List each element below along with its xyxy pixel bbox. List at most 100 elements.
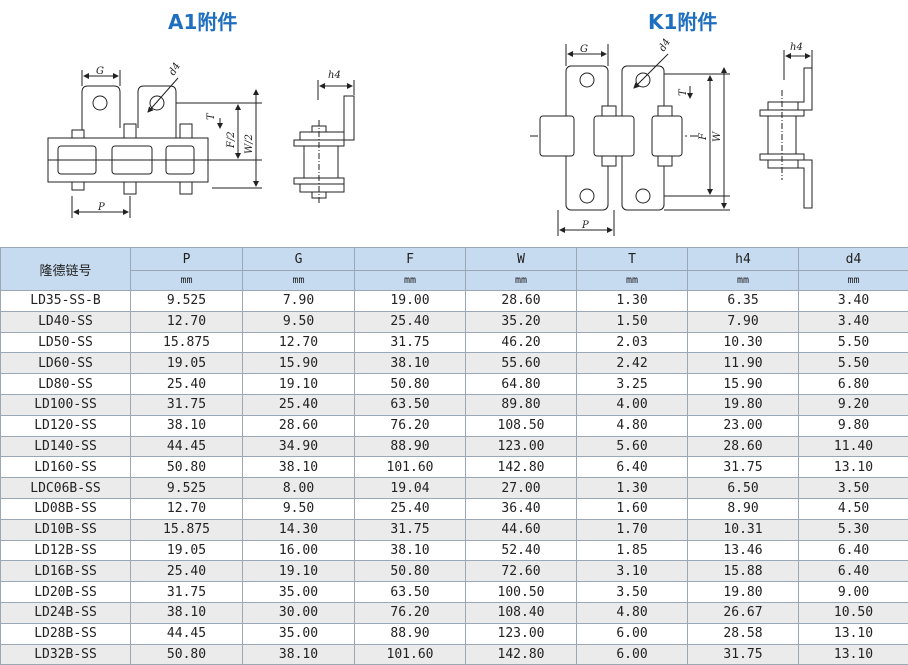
value-cell: 3.50 <box>798 477 908 499</box>
value-cell: 38.10 <box>354 352 466 375</box>
a1-label-g: G <box>96 66 104 77</box>
value-cell: 88.90 <box>354 435 466 458</box>
value-cell: 31.75 <box>354 518 466 541</box>
value-cell: 108.50 <box>465 414 577 437</box>
value-cell: 31.75 <box>130 393 243 416</box>
value-cell: 19.05 <box>130 539 243 562</box>
value-cell: 1.85 <box>576 539 688 562</box>
value-cell: 108.40 <box>465 601 577 624</box>
value-cell: 63.50 <box>354 393 466 416</box>
value-cell: 13.10 <box>798 622 908 645</box>
value-cell: 6.40 <box>576 456 688 479</box>
value-cell: 50.80 <box>130 643 243 665</box>
value-cell: 6.50 <box>687 477 799 499</box>
value-cell: 3.25 <box>576 373 688 395</box>
value-cell: 13.10 <box>798 643 908 665</box>
value-cell: 50.80 <box>354 560 466 583</box>
value-cell: 10.30 <box>687 331 799 354</box>
value-cell: 31.75 <box>687 643 799 665</box>
value-cell: 89.80 <box>465 393 577 416</box>
value-cell: 16.00 <box>242 539 355 562</box>
a1-label-h4: h4 <box>328 70 341 81</box>
value-cell: 64.80 <box>465 373 577 395</box>
value-cell: 6.40 <box>798 560 908 583</box>
chain-number-cell: LD28B-SS <box>0 622 131 645</box>
a1-label-w2: W/2 <box>244 134 255 154</box>
value-cell: 142.80 <box>465 643 577 665</box>
chain-number-cell: LDC06B-SS <box>0 477 131 499</box>
value-cell: 63.50 <box>354 581 466 603</box>
value-cell: 55.60 <box>465 352 577 375</box>
value-cell: 8.90 <box>687 497 799 520</box>
value-cell: 123.00 <box>465 435 577 458</box>
value-cell: 38.10 <box>130 414 243 437</box>
value-cell: 9.50 <box>242 310 355 333</box>
value-cell: 2.03 <box>576 331 688 354</box>
value-cell: 25.40 <box>354 497 466 520</box>
value-cell: 3.40 <box>798 310 908 333</box>
value-cell: 9.00 <box>798 581 908 603</box>
value-cell: 13.46 <box>687 539 799 562</box>
value-cell: 28.58 <box>687 622 799 645</box>
value-cell: 25.40 <box>354 310 466 333</box>
technical-drawings: G d4 P T F/2 W/2 h4 G d4 P T F W h4 <box>47 37 813 236</box>
value-cell: 6.80 <box>798 373 908 395</box>
header-g: G <box>242 247 355 271</box>
value-cell: 28.60 <box>687 435 799 458</box>
value-cell: 3.50 <box>576 581 688 603</box>
value-cell: 1.30 <box>576 290 688 312</box>
value-cell: 7.90 <box>687 310 799 333</box>
k1-attachment-title: K1附件 <box>648 10 718 34</box>
value-cell: 23.00 <box>687 414 799 437</box>
value-cell: 35.00 <box>242 581 355 603</box>
value-cell: 8.00 <box>242 477 355 499</box>
k1-label-d4: d4 <box>657 37 673 54</box>
value-cell: 44.60 <box>465 518 577 541</box>
chain-number-cell: LD60-SS <box>0 352 131 375</box>
value-cell: 31.75 <box>687 456 799 479</box>
value-cell: 142.80 <box>465 456 577 479</box>
chain-number-cell: LD80-SS <box>0 373 131 395</box>
value-cell: 26.67 <box>687 601 799 624</box>
value-cell: 4.80 <box>576 414 688 437</box>
value-cell: 5.50 <box>798 331 908 354</box>
chain-number-cell: LD160-SS <box>0 456 131 479</box>
value-cell: 44.45 <box>130 622 243 645</box>
unit-cell: mm <box>798 270 908 291</box>
value-cell: 15.90 <box>242 352 355 375</box>
value-cell: 9.80 <box>798 414 908 437</box>
value-cell: 76.20 <box>354 601 466 624</box>
value-cell: 15.875 <box>130 518 243 541</box>
k1-label-f: F <box>698 132 709 141</box>
value-cell: 100.50 <box>465 581 577 603</box>
value-cell: 15.88 <box>687 560 799 583</box>
a1-side-view <box>293 80 355 204</box>
k1-front-view <box>530 44 730 236</box>
value-cell: 27.00 <box>465 477 577 499</box>
value-cell: 19.10 <box>242 560 355 583</box>
unit-cell: mm <box>242 270 355 291</box>
header-t: T <box>576 247 688 271</box>
value-cell: 3.40 <box>798 290 908 312</box>
value-cell: 1.50 <box>576 310 688 333</box>
value-cell: 4.80 <box>576 601 688 624</box>
value-cell: 10.31 <box>687 518 799 541</box>
chain-number-cell: LD10B-SS <box>0 518 131 541</box>
a1-label-f2: F/2 <box>226 131 237 149</box>
value-cell: 46.20 <box>465 331 577 354</box>
value-cell: 10.50 <box>798 601 908 624</box>
value-cell: 35.20 <box>465 310 577 333</box>
value-cell: 2.42 <box>576 352 688 375</box>
value-cell: 11.40 <box>798 435 908 458</box>
k1-label-p: P <box>581 220 589 231</box>
